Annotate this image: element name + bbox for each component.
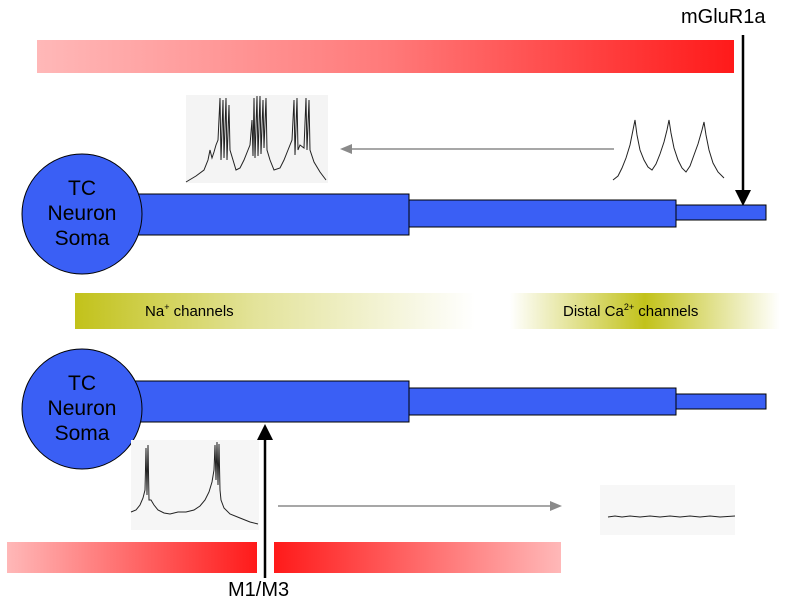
m1m3-arrow-head: [257, 424, 273, 440]
bottom-distal-dendrite: [675, 393, 767, 410]
bottom-propagation-arrow-head: [550, 501, 562, 511]
ca-channel-gradient: [510, 293, 780, 329]
mglur-activation-gradient-bar: [37, 40, 734, 73]
bottom-soma-line2: Neuron: [47, 397, 117, 420]
mglur-arrow-head: [735, 190, 751, 206]
top-soma: [21, 153, 143, 275]
top-soma-line1: TC: [68, 177, 96, 200]
m1m3-left-gradient-bar: [7, 542, 257, 573]
top-distal-dendrite: [675, 204, 767, 221]
burst-firing-trace: [185, 95, 328, 183]
m1m3-label: M1/M3: [228, 579, 290, 601]
bottom-neuron: [21, 348, 767, 470]
bottom-soma-line1: TC: [68, 372, 96, 395]
bottom-soma-line3: Soma: [54, 422, 110, 445]
na-channel-gradient: [75, 293, 475, 329]
na-channels-text: channels: [169, 303, 234, 320]
top-soma-line3: Soma: [54, 227, 110, 250]
bottom-burst-trace: [130, 440, 259, 530]
na-channels-base: Na: [145, 303, 165, 320]
top-neuron: [21, 153, 767, 275]
top-propagation-arrow-head: [340, 144, 352, 154]
top-proximal-dendrite: [129, 193, 410, 236]
flat-distal-trace: [600, 485, 736, 535]
ca-channels-charge: 2+: [623, 302, 635, 312]
bottom-soma-label: TC Neuron Soma: [27, 371, 137, 446]
ca-channels-base: Distal Ca: [563, 303, 624, 320]
top-intermediate-dendrite: [408, 199, 677, 228]
mglur1a-label: mGluR1a: [681, 6, 766, 28]
ca-channels-text: channels: [634, 303, 699, 320]
ca-channels-label: Distal Ca2+ channels: [563, 302, 698, 320]
m1m3-right-gradient-bar: [274, 542, 561, 573]
calcium-spike-trace: [612, 119, 725, 181]
top-soma-label: TC Neuron Soma: [27, 176, 137, 251]
bottom-intermediate-dendrite: [408, 387, 677, 416]
bottom-proximal-dendrite: [129, 380, 410, 423]
na-channels-charge: +: [164, 302, 170, 312]
top-soma-line2: Neuron: [47, 202, 117, 225]
bottom-soma: [21, 348, 143, 470]
na-channels-label: Na+ channels: [145, 302, 234, 320]
